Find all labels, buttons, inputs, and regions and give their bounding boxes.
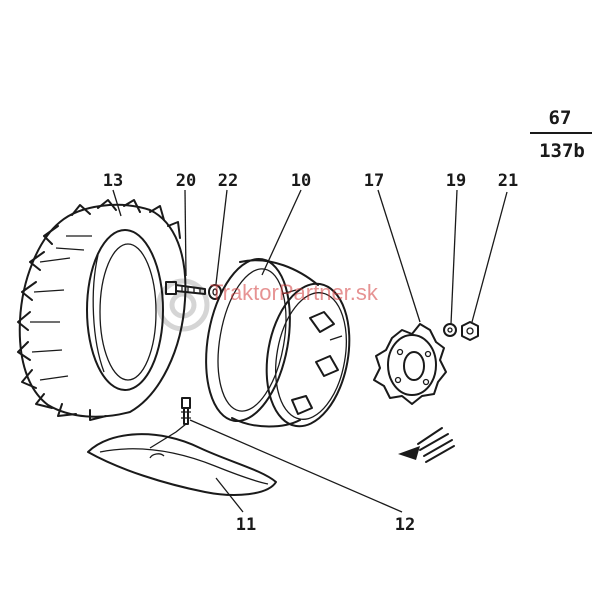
page-reference: 67 137b [530, 107, 592, 162]
callout-10: 10 [291, 171, 311, 191]
callout-20: 20 [176, 171, 196, 191]
page-ref-top: 67 [549, 107, 572, 129]
valve-icon [181, 397, 191, 425]
nut-icon [461, 321, 479, 341]
callout-19: 19 [446, 171, 466, 191]
callout-22: 22 [218, 171, 238, 191]
bolt-icon [165, 281, 206, 295]
callout-13: 13 [103, 171, 123, 191]
leader-lines [112, 189, 508, 513]
direction-arrow-icon [398, 427, 455, 463]
inner-tube-icon [87, 423, 277, 496]
callout-17: 17 [364, 171, 384, 191]
nut-icon [443, 323, 457, 337]
wheel-hub-icon [373, 323, 447, 405]
callout-11: 11 [236, 515, 256, 535]
callout-12: 12 [395, 515, 415, 535]
page-ref-bottom: 137b [539, 140, 585, 162]
callout-21: 21 [498, 171, 518, 191]
watermark-text: TraktorPartner.sk [210, 280, 379, 305]
tire-icon [17, 199, 187, 421]
